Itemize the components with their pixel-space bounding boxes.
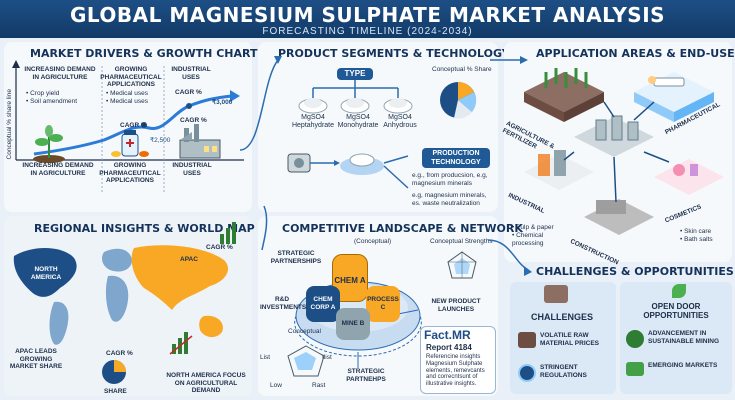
value-label-2: ₹3,000 — [212, 99, 233, 106]
challenge-1: VOLATILE RAW MATERIAL PRICES — [540, 332, 599, 347]
apac-note: APAC LEADS GROWING MARKET SHARE — [9, 348, 63, 370]
price-icon — [518, 332, 536, 348]
driver-industrial-foot: INDUSTRIAL USES — [172, 162, 212, 177]
opportunity-2: EMERGING MARKETS — [648, 362, 718, 369]
regulation-icon — [518, 364, 536, 382]
rd-investments: R&D INVESTMENTS — [260, 296, 307, 311]
node-chem-corp — [306, 286, 340, 322]
cagr-label-3: CAGR % — [180, 117, 207, 124]
regional-cagr: CAGR % — [206, 244, 233, 251]
driver-pharma-foot: GROWING PHARMACEUTICAL APPLICATIONS — [99, 162, 161, 184]
drivers-chart — [12, 60, 244, 192]
share-label: Conceptual % Share — [432, 66, 492, 73]
radar-rast: Rast — [312, 382, 326, 389]
type-pill: TYPE — [337, 68, 373, 80]
apps-isometric — [524, 68, 724, 235]
driver-agri-foot: INCREASING DEMAND IN AGRICULTURE — [22, 162, 94, 177]
products-title: PRODUCT SEGMENTS & TECHNOLOGY — [278, 47, 510, 60]
sprout-icon — [672, 284, 686, 298]
page-title: GLOBAL MAGNESIUM SULPHATE MARKET ANALYSI… — [69, 3, 666, 27]
opportunities-head: OPEN DOOR OPPORTUNITIES — [643, 302, 709, 320]
apps-title: APPLICATION AREAS & END-USE — [536, 47, 735, 60]
driver-pharma-bullet1: • Medical uses — [106, 90, 149, 97]
region-north-america: NORTH AMERICA — [30, 266, 62, 281]
new-product-launches: NEW PRODUCT LAUNCHES — [431, 298, 481, 313]
value-label-1: ₹2,500 — [150, 137, 171, 144]
driver-agri-bullet2: • Soil amendment — [26, 98, 78, 105]
node-chem-corp-label: CHEM CORP A — [310, 296, 336, 311]
competitive-strengths: Conceptual Strengths — [430, 238, 493, 245]
share-pie-icon — [102, 360, 126, 384]
product-heptahydrate: MgSO4 Heptahydrate — [291, 114, 335, 129]
node-mine — [336, 308, 370, 340]
report-number: Report 4184 — [426, 343, 472, 352]
report-description: Referencine insights Magnesium Sulphate … — [426, 354, 485, 388]
drivers-title: MARKET DRIVERS & GROWTH CHART — [30, 47, 258, 60]
products-panel — [258, 42, 498, 212]
cagr-label-1: CAGR % — [120, 122, 147, 129]
challenges-head: CHALLENGES — [530, 312, 593, 322]
regional-share: SHARE — [104, 388, 127, 395]
markets-icon — [626, 362, 644, 376]
challenges-title: CHALLENGES & OPPORTUNITIES — [536, 265, 734, 278]
radar-low: Low — [270, 382, 282, 389]
regional-panel — [4, 216, 252, 396]
regional-cagr-2: CAGR % — [106, 350, 133, 357]
strategic-partnerships: STRATEGIC PARTNERSHIPS — [270, 250, 322, 265]
app-cosmetics-bullet2: • Bath salts — [680, 236, 713, 243]
region-apac: APAC — [180, 256, 198, 263]
competitive-title: COMPETITIVE LANDSCAPE & NETWORK — [282, 222, 523, 235]
app-industrial-bullet2: • Chemical processing — [512, 232, 544, 247]
driver-pharma-bullet2: • Medical uses — [106, 98, 149, 105]
products-tree — [287, 80, 477, 189]
strategic-partnerships-2: STRATEGIC PARTNEHPS — [346, 368, 386, 383]
world-map — [13, 222, 236, 355]
app-industrial-bullet1: • Pulp & paper — [512, 224, 554, 231]
challenge-2: STRINGENT REGULATIONS — [540, 364, 587, 379]
radar-ilist: Ilist — [322, 354, 332, 361]
production-technology-pill: PRODUCTION TECHNOLOGY — [422, 148, 490, 168]
driver-pharma-head: GROWING PHARMACEUTICAL APPLICATIONS — [100, 66, 162, 88]
driver-industrial-head: INDUSTRIAL USES — [171, 66, 211, 81]
product-monohydrate: MgSO4 Monohydrate — [337, 114, 379, 129]
regional-title: REGIONAL INSIGHTS & WORLD MAP — [34, 222, 255, 235]
report-card — [420, 326, 496, 394]
page-subtitle: FORECASTING TIMELINE (2024-2034) — [262, 26, 473, 37]
driver-agri-bullet1: • Crop yield — [26, 90, 60, 97]
mining-icon — [626, 330, 644, 348]
node-chem-a-label: CHEM A — [334, 276, 366, 285]
north-america-note: NORTH AMERICA FOCUS ON AGRICULTURAL DEMA… — [166, 372, 246, 394]
report-brand: Fact.MR — [424, 328, 471, 342]
competitive-conceptual: (Conceptual) — [354, 238, 392, 245]
radar-title: Conceptual — [288, 328, 321, 335]
cagr-label-2: CAGR % — [175, 89, 202, 96]
node-process-label: PROCESS C — [367, 296, 399, 311]
wallet-icon — [544, 285, 568, 303]
production-example-2: e.g, magnesium minerals, es. waste neutr… — [412, 192, 487, 207]
node-mine-label: MINE B — [341, 320, 365, 327]
app-cosmetics-bullet1: • Skin care — [680, 228, 712, 235]
production-example-1: e.g., from producsion, e.g, magnesium mi… — [412, 172, 488, 187]
product-anhydrous: MgSO4 Anhydrous — [383, 114, 417, 129]
title-bar: GLOBAL MAGNESIUM SULPHATE MARKET ANALYSI… — [0, 0, 735, 38]
node-process — [366, 286, 400, 322]
radar-list: List — [260, 354, 271, 361]
drivers-panel — [4, 42, 252, 212]
opportunity-1: ADVANCEMENT IN SUSTAINABLE MINING — [648, 330, 720, 345]
driver-agri-head: INCREASING DEMAND IN AGRICULTURE — [24, 66, 96, 81]
